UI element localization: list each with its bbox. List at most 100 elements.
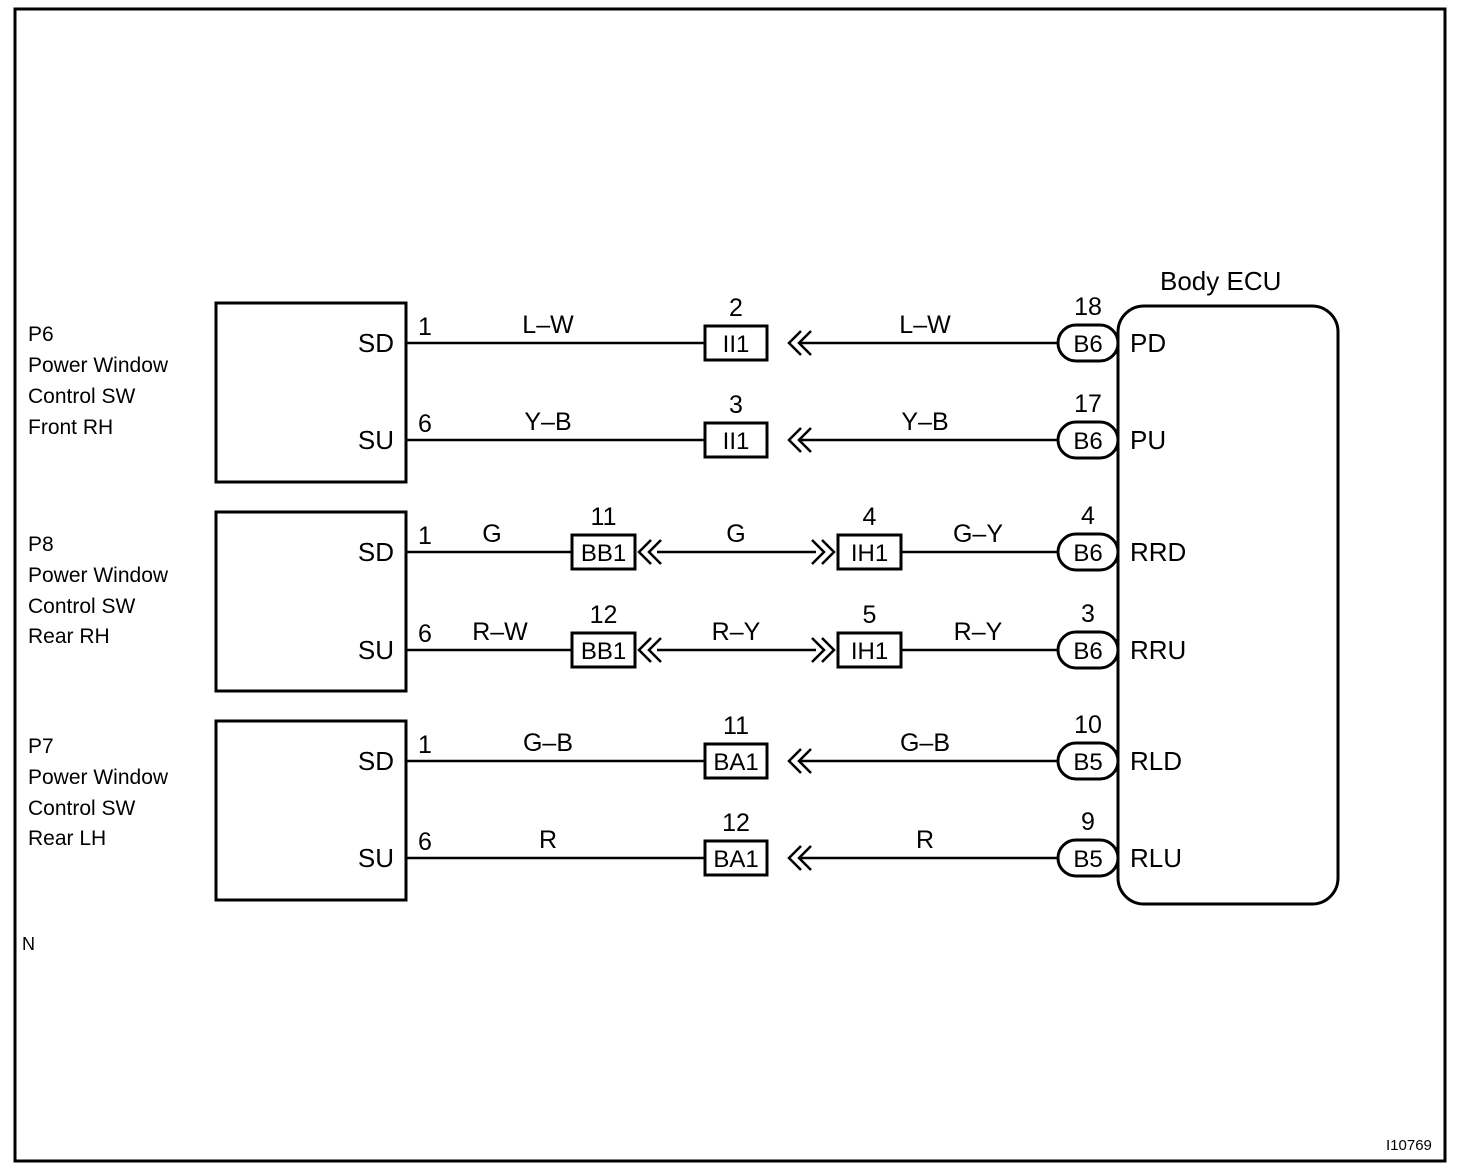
junction-connector-box <box>570 533 637 571</box>
switch-name-line: Control SW <box>28 595 136 618</box>
ecu-connector-label: B6 <box>1073 638 1102 665</box>
wire-color-label: Y–B <box>524 408 571 436</box>
switch-name-line: Control SW <box>28 797 136 820</box>
diagram-frame <box>13 7 1447 1163</box>
ecu-pin-number: 10 <box>1074 711 1102 739</box>
switch-pin-number: 1 <box>418 731 432 759</box>
switch-box-rear-lh <box>214 719 408 902</box>
wire-color-label: Y–B <box>901 408 948 436</box>
ecu-connector-label: B6 <box>1073 331 1102 358</box>
connector-chevron <box>637 637 662 663</box>
wire-color-label: L–W <box>522 311 574 339</box>
switch-code: P7 <box>28 735 54 758</box>
junction-connector-box <box>703 421 769 459</box>
junction-connector-box <box>703 324 769 362</box>
connector-chevron <box>787 427 812 453</box>
junction-pin-number: 4 <box>863 503 877 531</box>
junction-connector-label: IH1 <box>851 540 888 567</box>
junction-connector-box <box>703 839 769 877</box>
ecu-terminal: PD <box>1130 328 1166 358</box>
ecu-title: Body ECU <box>1160 266 1281 296</box>
junction-connector-label: BB1 <box>581 540 626 567</box>
switch-pin-number: 6 <box>418 410 432 438</box>
switch-box-rear-rh <box>214 510 408 693</box>
body-ecu-box <box>1116 304 1340 906</box>
switch-terminal: SD <box>358 537 394 567</box>
junction-pin-number: 3 <box>729 391 743 419</box>
switch-pin-number: 6 <box>418 828 432 856</box>
wire-color-label: R–Y <box>712 618 761 646</box>
connector-chevron <box>811 637 836 663</box>
switch-name-line: Rear RH <box>28 625 110 648</box>
ecu-pin-number: 17 <box>1074 390 1102 418</box>
junction-pin-number: 12 <box>722 809 750 837</box>
switch-box-front-rh <box>214 301 408 484</box>
wire-color-label: R–W <box>472 618 528 646</box>
wire-color-label: R <box>539 826 557 854</box>
switch-name-line: Power Window <box>28 564 169 587</box>
junction-pin-number: 11 <box>723 712 749 740</box>
wire-color-label: G–Y <box>953 520 1003 548</box>
ecu-pin-number: 18 <box>1074 293 1102 321</box>
ecu-pin-number: 4 <box>1081 502 1095 530</box>
switch-terminal: SU <box>358 635 394 665</box>
connector-chevron <box>787 845 812 871</box>
note-n: N <box>22 934 35 954</box>
wire-color-label: G–B <box>523 729 573 757</box>
junction-pin-number: 12 <box>590 601 618 629</box>
switch-terminal: SU <box>358 425 394 455</box>
ecu-terminal: PU <box>1130 425 1166 455</box>
junction-connector-label: II1 <box>723 331 750 358</box>
junction-connector-label: II1 <box>723 428 750 455</box>
connector-chevron <box>787 748 812 774</box>
connector-chevron <box>637 539 662 565</box>
junction-connector-box <box>703 742 769 780</box>
switch-name-line: Power Window <box>28 766 169 789</box>
switch-name-line: Control SW <box>28 385 136 408</box>
switch-pin-number: 1 <box>418 313 432 341</box>
switch-name-line: Rear LH <box>28 827 106 850</box>
ecu-connector-label: B6 <box>1073 540 1102 567</box>
wire-color-label: G <box>726 520 745 548</box>
switch-terminal: SD <box>358 746 394 776</box>
switch-name-line: Front RH <box>28 416 113 439</box>
ecu-connector-label: B5 <box>1073 846 1102 873</box>
junction-pin-number: 2 <box>729 294 743 322</box>
ecu-pin-number: 3 <box>1081 600 1095 628</box>
switch-label-rear-lh: P7 Power Window Control SW Rear LH <box>28 735 169 850</box>
ecu-terminal: RLD <box>1130 746 1182 776</box>
junction-connector-label: IH1 <box>851 638 888 665</box>
junction-connector-label: BA1 <box>713 846 758 873</box>
wire-color-label: G–B <box>900 729 950 757</box>
junction-pin-number: 5 <box>863 601 877 629</box>
switch-code: P8 <box>28 533 54 556</box>
junction-connector-box <box>570 631 637 669</box>
wire-color-label: R <box>916 826 934 854</box>
ecu-pin-number: 9 <box>1081 808 1095 836</box>
junction-pin-number: 11 <box>591 503 617 531</box>
switch-code: P6 <box>28 323 54 346</box>
wire-color-label: R–Y <box>954 618 1003 646</box>
wire-color-label: G <box>482 520 501 548</box>
ecu-connector-label: B5 <box>1073 749 1102 776</box>
junction-connector-box <box>836 631 903 669</box>
connector-chevron <box>787 330 812 356</box>
figure-id: I10769 <box>1386 1137 1432 1154</box>
junction-connector-label: BB1 <box>581 638 626 665</box>
ecu-connector-label: B6 <box>1073 428 1102 455</box>
connector-chevron <box>811 539 836 565</box>
ecu-terminal: RRD <box>1130 537 1186 567</box>
switch-name-line: Power Window <box>28 354 169 377</box>
junction-connector-label: BA1 <box>713 749 758 776</box>
switch-label-rear-rh: P8 Power Window Control SW Rear RH <box>28 533 169 648</box>
ecu-terminal: RLU <box>1130 843 1182 873</box>
ecu-terminal: RRU <box>1130 635 1186 665</box>
wire-color-label: L–W <box>899 311 951 339</box>
